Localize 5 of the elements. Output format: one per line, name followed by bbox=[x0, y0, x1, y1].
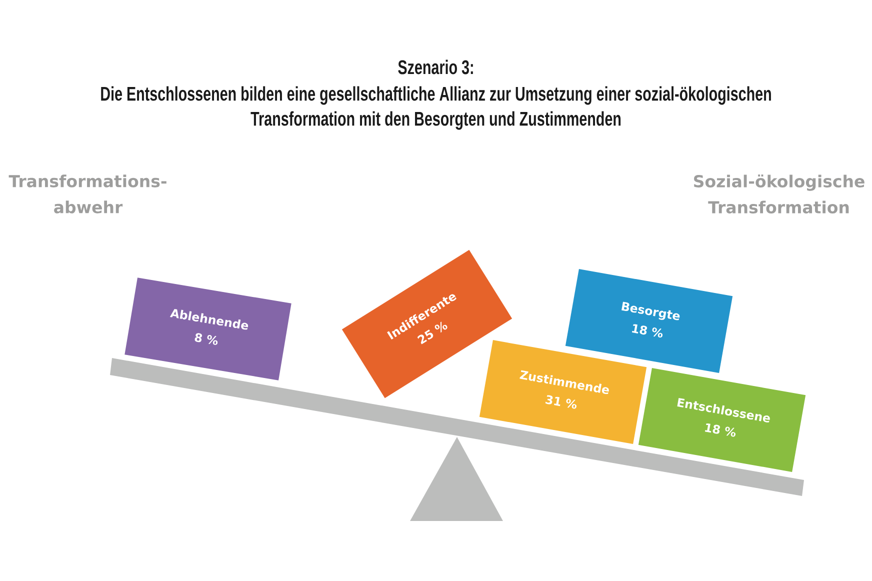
title: Szenario 3: bbox=[398, 60, 473, 74]
pole-label: Sozial-ökologische Transformation bbox=[694, 174, 864, 214]
subtitle: Die Entschlossenen bilden eine gesellschaftliche Allianz zur Umsetzung einer sozial-ökologischen Transformation mit den Besorgten und Zustimmenden bbox=[101, 86, 771, 130]
weight-block: Besorgte 18 % bbox=[565, 269, 733, 373]
pole-label: Transformations- abwehr bbox=[8, 174, 166, 214]
